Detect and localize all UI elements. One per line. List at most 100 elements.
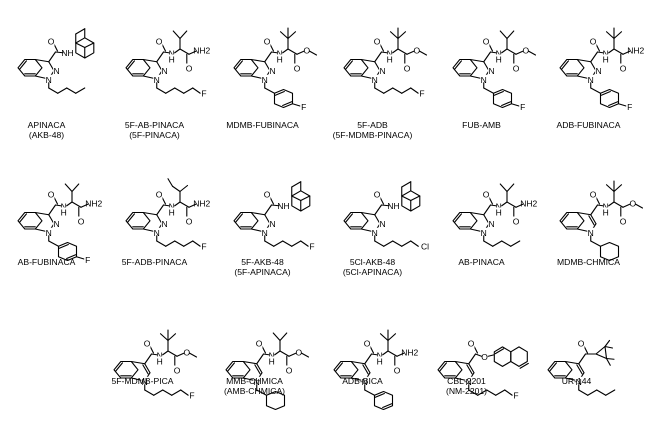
- atom-n1-bg: [253, 376, 261, 387]
- alkyl-chain: [183, 87, 194, 94]
- atom-nh: NH: [387, 201, 399, 211]
- methyl: [605, 184, 615, 193]
- atom-n2: N: [489, 219, 495, 229]
- atom-nh2-bg: [401, 347, 419, 358]
- methyl: [635, 203, 644, 209]
- atom-n1-bg: [153, 227, 161, 238]
- aryl-double: [382, 403, 393, 409]
- methyl: [64, 183, 73, 193]
- atom-n1: N: [372, 75, 378, 85]
- atom-carbonyl-o-bg: [589, 36, 597, 47]
- atom-carbonyl-o-bg: [155, 189, 163, 200]
- amide-bond: [596, 204, 604, 207]
- alkyl-chain: [495, 389, 506, 396]
- ring5-bond: [144, 363, 151, 374]
- alkyl-chain: [162, 389, 173, 396]
- benzo-double: [345, 60, 354, 70]
- methyl: [389, 31, 399, 40]
- benzo-ring: [233, 58, 259, 77]
- atom-n1-bg: [480, 227, 488, 238]
- atom-amide-n-bg: [168, 48, 176, 59]
- carbonyl-bond: [48, 204, 57, 216]
- acyl-bond: [387, 350, 398, 357]
- atom-nh2-bg: [193, 198, 211, 209]
- acyl-bond: [179, 48, 190, 55]
- benzo-double: [115, 362, 124, 372]
- benzo-ring: [113, 360, 139, 379]
- aryl-f-bond: [291, 103, 301, 107]
- caption-name: AB-PINACA: [458, 257, 505, 267]
- caption-name: MMB-CHMICA: [226, 376, 283, 386]
- alkyl-chain: [486, 389, 497, 396]
- benzo-double: [345, 213, 354, 223]
- methyl: [167, 333, 177, 342]
- atom-amide-h-bg: [156, 356, 164, 367]
- acyl-bond: [179, 201, 190, 208]
- atom-acyl-o-bg: [512, 216, 520, 227]
- ring5-bond: [142, 58, 158, 63]
- caption-alias: (5F-MDMB-PINACA): [333, 130, 413, 140]
- benzo-double: [19, 60, 28, 70]
- ring5-double: [576, 364, 583, 375]
- atom-n2-bg: [488, 218, 496, 229]
- atom-acyl-o: O: [286, 366, 293, 376]
- caption-name: 5F-ADB: [357, 120, 388, 130]
- benzo-ring: [343, 58, 369, 77]
- atom-amide-h: H: [603, 208, 609, 218]
- atom-amide-n-bg: [156, 350, 164, 361]
- atom-carbonyl-o: O: [578, 339, 585, 349]
- atom-amide-h-bg: [386, 54, 394, 65]
- caption-name: ADB-BICA: [342, 376, 383, 386]
- amide-bond: [162, 204, 170, 207]
- atom-acyl-o: O: [78, 217, 85, 227]
- atom-acyl-o-bg: [393, 365, 401, 376]
- alkyl-chain: [596, 389, 607, 396]
- atom-n2: N: [54, 219, 60, 229]
- aryl-double: [600, 90, 611, 96]
- alkyl-chain: [183, 240, 194, 247]
- atom-f-bg: [519, 101, 527, 112]
- ester-bond: [515, 50, 524, 55]
- atom-acyl-o-bg: [185, 63, 193, 74]
- atom-n1: N: [262, 75, 268, 85]
- atom-f-bg: [418, 88, 426, 99]
- methyl: [506, 183, 515, 193]
- acyl-bond: [279, 350, 290, 357]
- atom-f: F: [201, 89, 206, 99]
- atom-carbonyl-o-bg: [482, 36, 490, 47]
- atom-carbonyl-o: O: [264, 190, 271, 200]
- amide-bond: [489, 204, 497, 207]
- atom-amide-n: N: [269, 351, 275, 361]
- atom-amide-h-bg: [602, 207, 610, 218]
- atom-n1: N: [466, 377, 472, 387]
- atom-n1: N: [481, 75, 487, 85]
- aryl-f-bond: [617, 103, 627, 107]
- benzo-double: [561, 213, 570, 223]
- alkyl-chain: [165, 87, 176, 94]
- acyl-bond: [167, 350, 178, 357]
- benzo-ring: [333, 360, 359, 379]
- atom-carbonyl-o-bg: [363, 338, 371, 349]
- halo-bond: [192, 240, 201, 247]
- atom-n1-bg: [141, 376, 149, 387]
- alpha-bond: [608, 201, 615, 207]
- atom-n2-bg: [379, 218, 387, 229]
- carbonyl-bond: [48, 51, 57, 63]
- atom-carbonyl-o-bg: [482, 189, 490, 200]
- atom-n1-bg: [45, 227, 53, 238]
- ring5-bond: [564, 360, 580, 365]
- atom-n2-bg: [161, 218, 169, 229]
- methyl: [172, 30, 181, 40]
- atom-f-bg: [300, 101, 308, 112]
- atom-n1-bg: [261, 227, 269, 238]
- atom-ester-o-bg: [481, 352, 488, 362]
- atom-nh2-bg: [193, 45, 211, 56]
- benzo-ring: [125, 211, 151, 230]
- atom-carbonyl-o: O: [590, 190, 597, 200]
- atom-amide-h: H: [496, 55, 502, 65]
- alpha-bond: [162, 350, 169, 356]
